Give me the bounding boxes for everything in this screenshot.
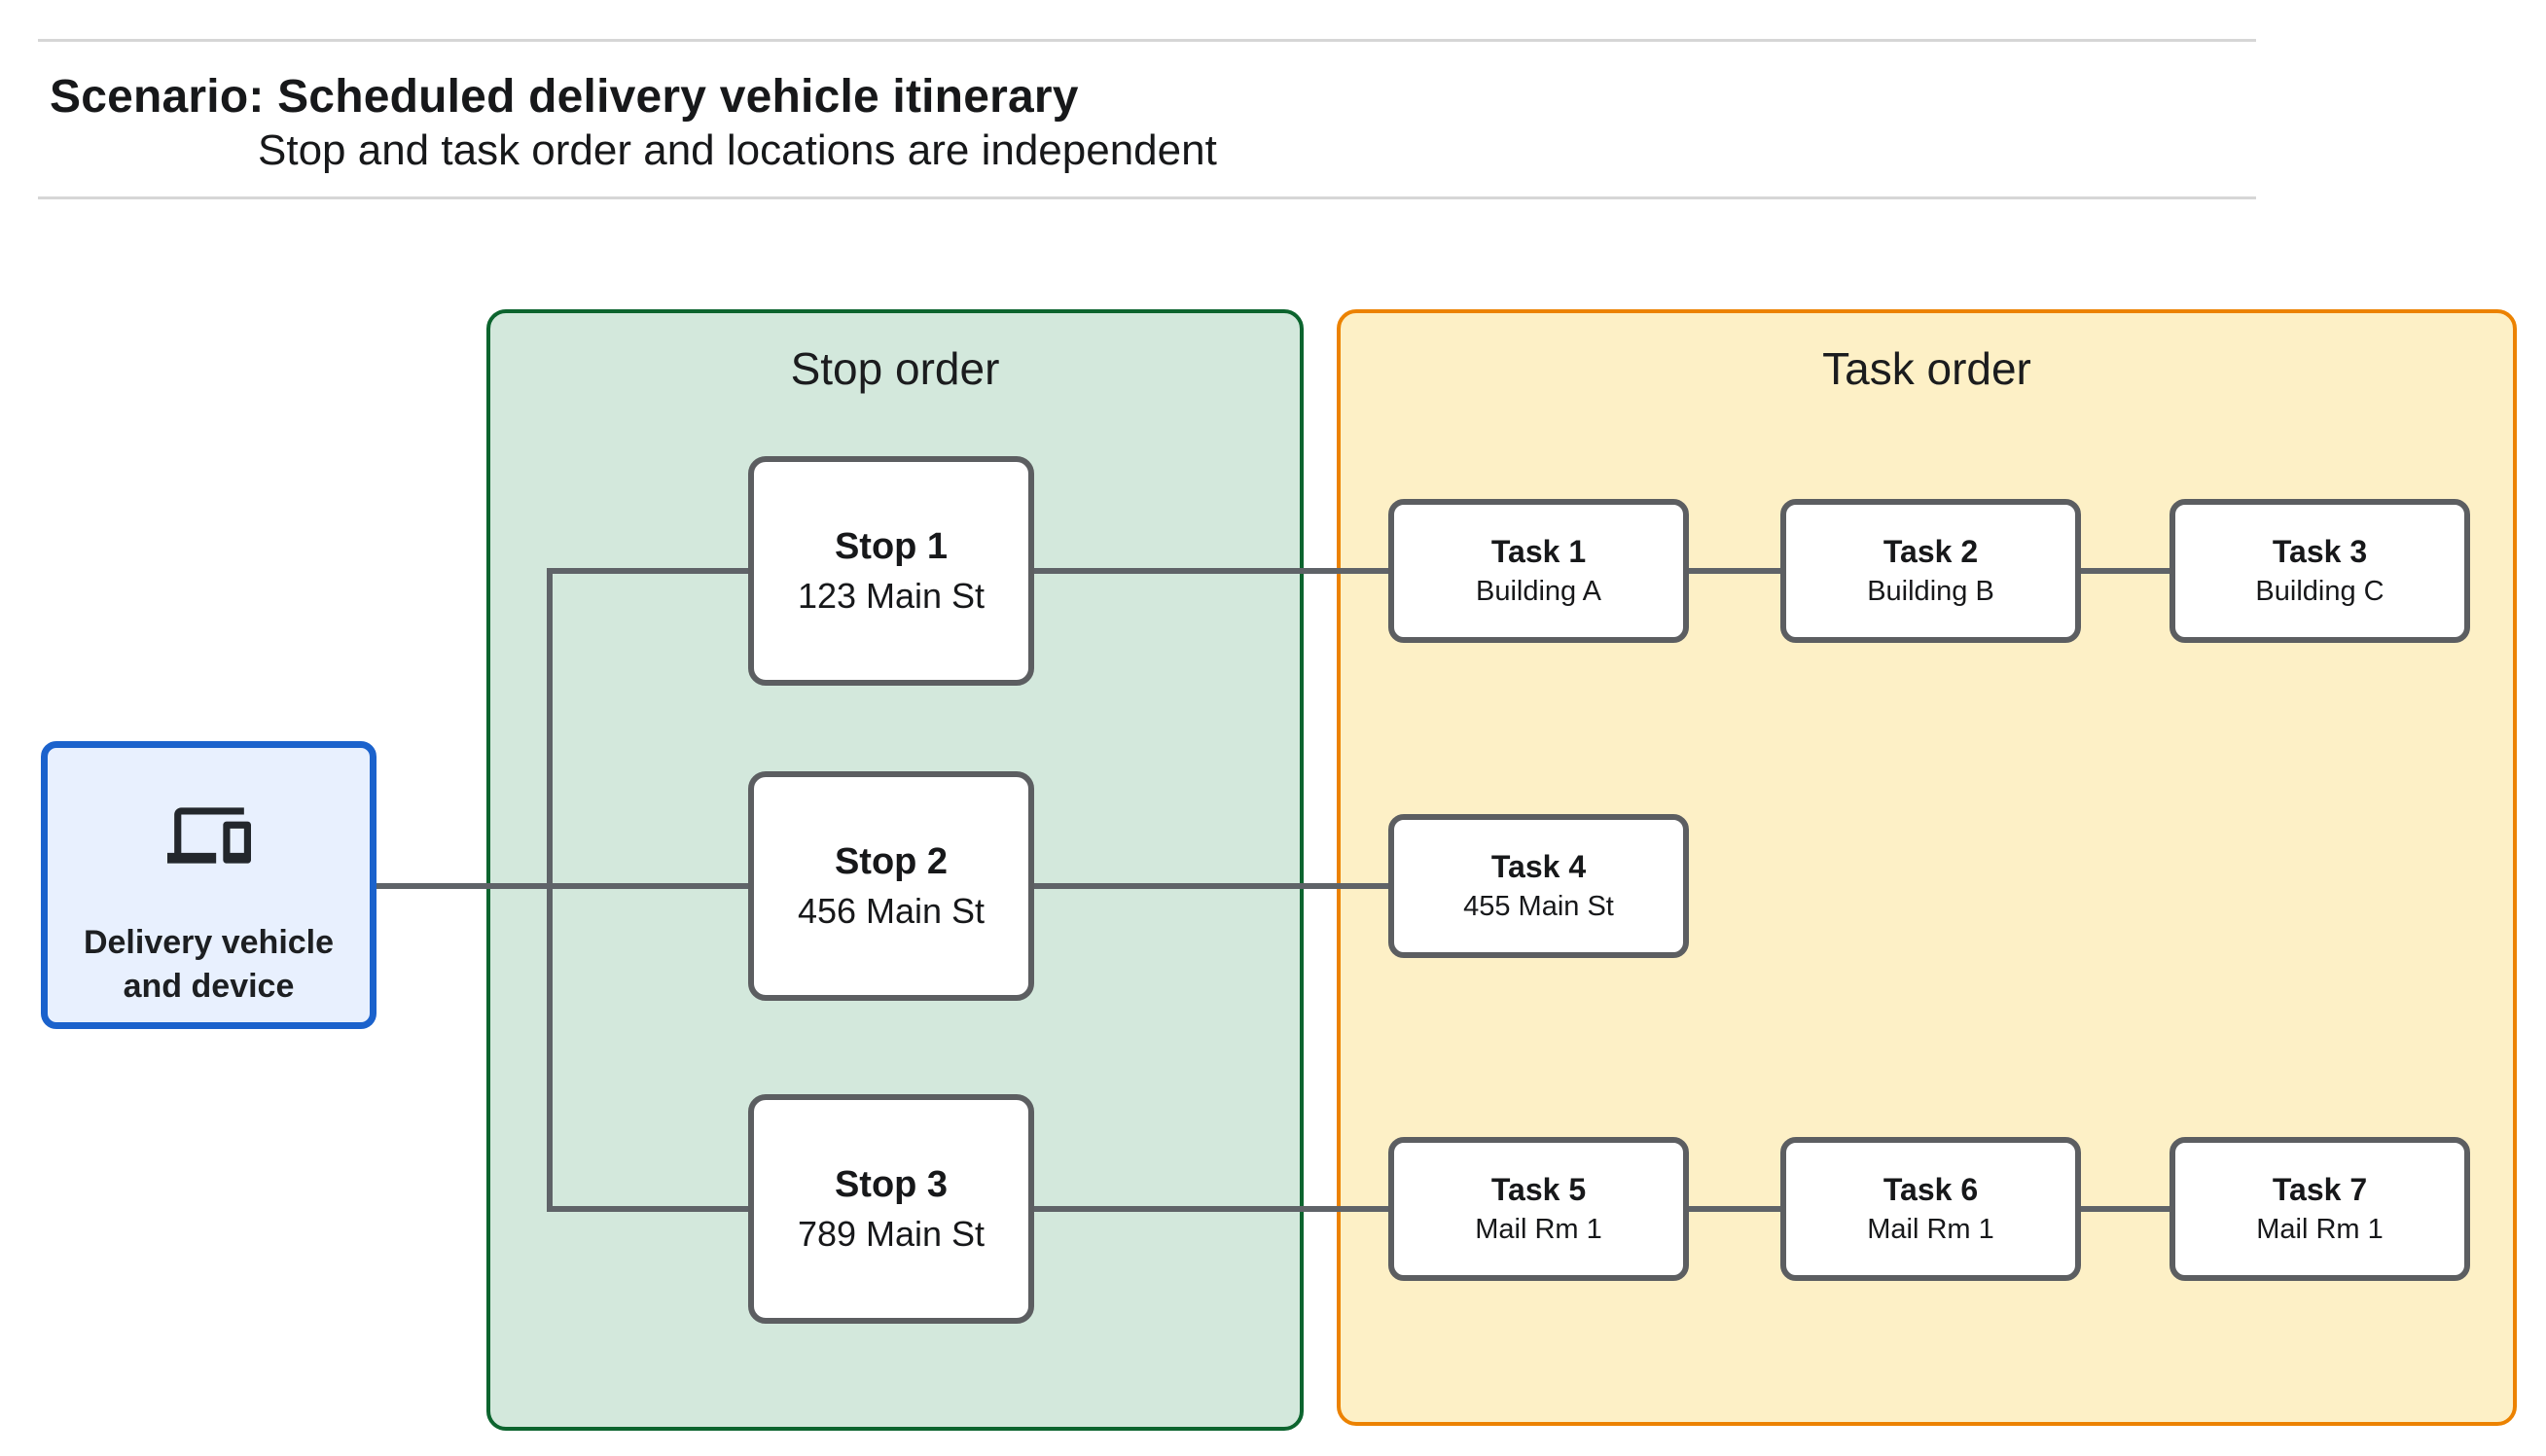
task-5-node: Task 5 Mail Rm 1 [1388, 1137, 1689, 1281]
task-7-node: Task 7 Mail Rm 1 [2169, 1137, 2470, 1281]
task-2-location: Building B [1867, 576, 1994, 607]
stop-3-node: Stop 3 789 Main St [748, 1094, 1034, 1324]
task-6-node: Task 6 Mail Rm 1 [1780, 1137, 2081, 1281]
stop-2-node: Stop 2 456 Main St [748, 771, 1034, 1001]
task-7-location: Mail Rm 1 [2256, 1214, 2384, 1245]
stop-order-label: Stop order [790, 343, 1000, 394]
stop-3-title: Stop 3 [834, 1163, 949, 1205]
task-4-title: Task 4 [1490, 849, 1587, 884]
stop-1-title: Stop 1 [834, 525, 949, 567]
page-subtitle: Stop and task order and locations are in… [258, 126, 1217, 174]
task-3-location: Building C [2255, 576, 2385, 607]
task-3-node: Task 3 Building C [2169, 499, 2470, 643]
connector-task6-to-task7 [2081, 1206, 2169, 1212]
connector-task5-to-task6 [1689, 1206, 1780, 1212]
task-4-location: 455 Main St [1463, 891, 1614, 922]
connector-task1-to-task2 [1689, 568, 1780, 574]
header-divider-bottom [38, 196, 2256, 199]
task-1-node: Task 1 Building A [1388, 499, 1689, 643]
task-order-label: Task order [1822, 343, 2031, 394]
header-divider-top [38, 39, 2256, 42]
task-3-title: Task 3 [2272, 534, 2368, 569]
task-6-title: Task 6 [1883, 1172, 1979, 1207]
page-title: Scenario: Scheduled delivery vehicle iti… [50, 71, 1079, 123]
connector-trunk-vertical [547, 568, 553, 1212]
connector-stop2-to-task4 [1034, 883, 1388, 889]
connector-trunk-to-stop3 [550, 1206, 748, 1212]
task-6-location: Mail Rm 1 [1867, 1214, 1994, 1245]
stop-1-address: 123 Main St [797, 575, 986, 616]
task-1-location: Building A [1476, 576, 1601, 607]
delivery-vehicle-node: Delivery vehicle and device [41, 741, 377, 1029]
connector-stop1-to-task1 [1034, 568, 1388, 574]
connector-vehicle-to-stop2 [377, 883, 748, 889]
stop-2-title: Stop 2 [834, 840, 949, 882]
task-5-title: Task 5 [1490, 1172, 1587, 1207]
connector-task2-to-task3 [2081, 568, 2169, 574]
task-5-location: Mail Rm 1 [1475, 1214, 1602, 1245]
stop-1-node: Stop 1 123 Main St [748, 456, 1034, 686]
task-1-title: Task 1 [1490, 534, 1587, 569]
connector-trunk-to-stop1 [550, 568, 748, 574]
delivery-vehicle-label: Delivery vehicle and device [83, 924, 335, 1005]
devices-icon [166, 807, 251, 864]
task-2-title: Task 2 [1883, 534, 1979, 569]
stop-2-address: 456 Main St [797, 890, 986, 931]
task-7-title: Task 7 [2272, 1172, 2368, 1207]
connector-stop3-to-task5 [1034, 1206, 1388, 1212]
stop-3-address: 789 Main St [797, 1213, 986, 1254]
task-2-node: Task 2 Building B [1780, 499, 2081, 643]
task-4-node: Task 4 455 Main St [1388, 814, 1689, 958]
